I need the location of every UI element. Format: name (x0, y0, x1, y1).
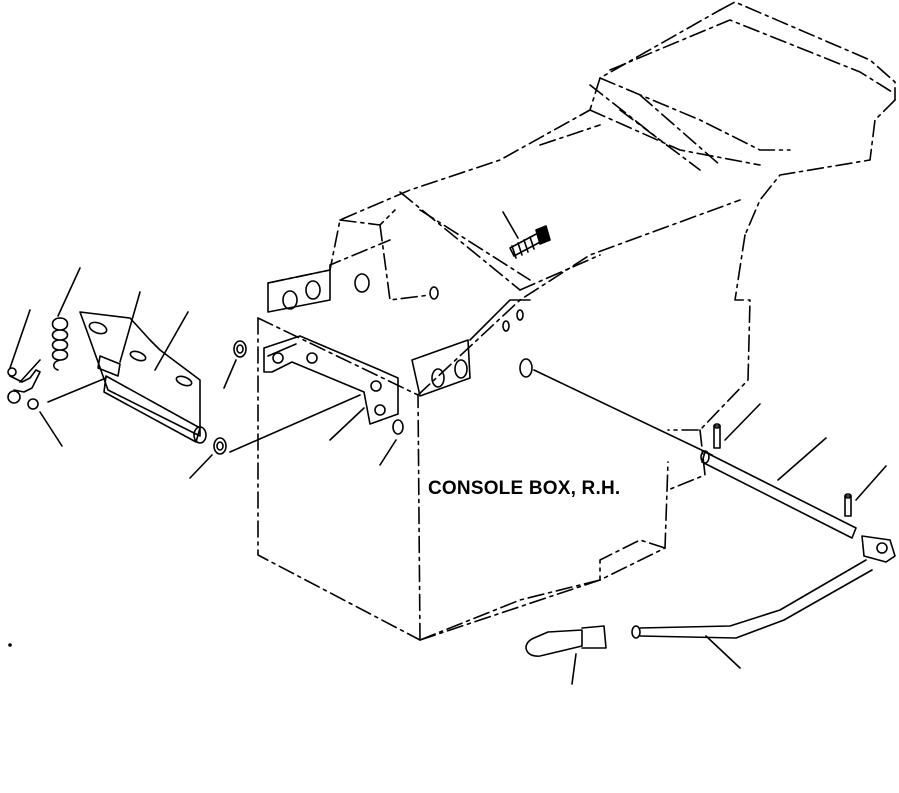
console-mount-block-center (411, 286, 531, 397)
lever-shaft-hole (519, 358, 533, 378)
collar (223, 340, 247, 389)
stray-mark (8, 643, 12, 647)
mounting-bolt (502, 211, 551, 259)
knob (525, 625, 607, 685)
pin (713, 403, 887, 517)
console-box-outline (257, 1, 896, 641)
hinge-plate (79, 291, 201, 437)
tension-spring (51, 267, 81, 371)
bushing (189, 394, 361, 479)
lever (631, 535, 896, 669)
hinge-shaft (47, 355, 207, 444)
diagram-caption: CONSOLE BOX, R.H. (428, 478, 621, 499)
shaft-alignment-line (533, 369, 713, 456)
console-mount-block-left (267, 269, 370, 313)
bolt-washer-assembly (7, 309, 63, 447)
lever-shaft (700, 437, 857, 539)
mounting-bracket (263, 335, 404, 466)
